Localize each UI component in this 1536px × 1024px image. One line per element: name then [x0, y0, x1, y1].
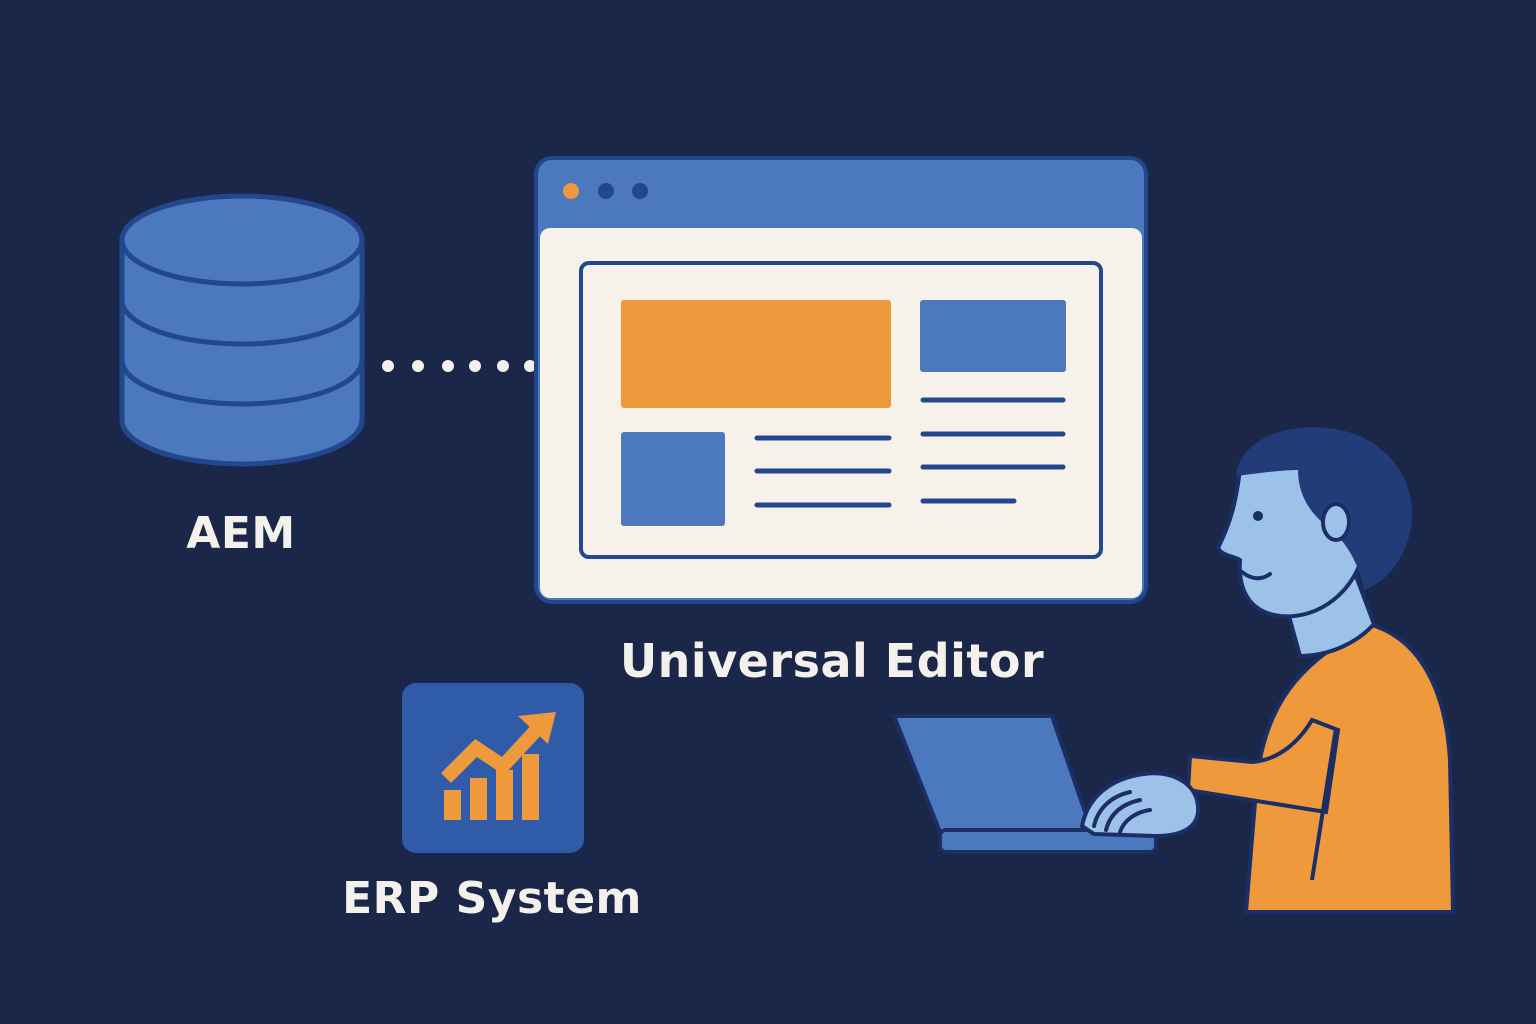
window-dot-icon — [598, 183, 614, 199]
window-dot-icon — [563, 183, 579, 199]
erp-system-label: ERP System — [342, 873, 642, 924]
dotted-connector — [382, 360, 536, 372]
aem-label: AEM — [186, 508, 296, 559]
hero-block — [621, 300, 891, 408]
thumbnail-block — [621, 432, 725, 526]
text-lines — [754, 397, 1066, 508]
image-block — [920, 300, 1066, 372]
browser-window-icon — [534, 156, 1148, 604]
universal-editor-label: Universal Editor — [619, 634, 1045, 688]
person-with-laptop-icon — [891, 427, 1456, 914]
database-icon — [119, 193, 365, 467]
growth-chart-icon — [402, 683, 584, 853]
window-dot-icon — [632, 183, 648, 199]
